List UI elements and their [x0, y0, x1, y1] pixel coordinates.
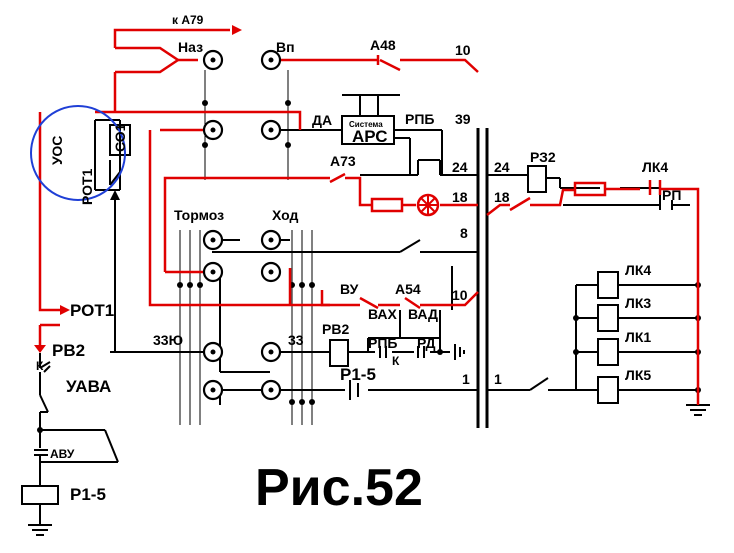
label-lk3: ЛК3 [625, 295, 651, 311]
label-33: 33 [288, 332, 304, 348]
label-da: ДА [312, 112, 332, 128]
label-24-right: 24 [494, 159, 510, 175]
label-vp: Вп [276, 39, 295, 55]
energized-wiring [34, 25, 700, 405]
black-wiring [21, 70, 710, 536]
label-k-small: К [392, 354, 400, 368]
labels: к А79 Наз Вп А48 10 ДА Система АРС РПБ 3… [36, 13, 681, 517]
lamp-icon [416, 193, 440, 217]
label-rv2-left: РВ2 [52, 341, 85, 360]
label-so1: СО1 [112, 123, 128, 152]
label-lk5: ЛК5 [625, 367, 651, 383]
label-vad: ВАД [408, 306, 438, 322]
label-lk1: ЛК1 [625, 329, 651, 345]
label-a54: А54 [395, 281, 421, 297]
label-1-right: 1 [494, 371, 502, 387]
label-rp: РП [662, 187, 681, 203]
label-rd: РД [417, 335, 435, 351]
label-lk4: ЛК4 [625, 262, 651, 278]
label-uava: УАВА [66, 377, 111, 396]
label-10-mid: 10 [452, 287, 468, 303]
label-p15-left: Р1-5 [70, 485, 106, 504]
label-naz: Наз [178, 39, 203, 55]
label-1-left: 1 [462, 371, 470, 387]
label-a48: А48 [370, 37, 396, 53]
label-a73: А73 [330, 153, 356, 169]
figure-caption: Рис.52 [255, 459, 423, 517]
label-lk4-top: ЛК4 [642, 159, 668, 175]
label-tormoz: Тормоз [174, 207, 224, 223]
label-39: 39 [455, 111, 471, 127]
label-33yu: 33Ю [153, 332, 183, 348]
label-sistema: Система [349, 120, 383, 129]
label-8: 8 [460, 225, 468, 241]
label-avu: АВУ [50, 447, 75, 461]
label-p15-mid: Р1-5 [340, 365, 376, 384]
label-khod: Ход [272, 207, 299, 223]
label-uos: УОС [49, 136, 65, 165]
label-ars: АРС [352, 127, 387, 146]
label-vu: ВУ [340, 281, 359, 297]
label-10-top: 10 [455, 42, 471, 58]
label-vakh: ВАХ [368, 306, 398, 322]
label-rot1: РОТ1 [70, 301, 114, 320]
label-k-left: К [36, 359, 44, 373]
label-18-left: 18 [452, 189, 468, 205]
label-rv2-mid: РВ2 [322, 321, 349, 337]
label-18-right: 18 [494, 189, 510, 205]
label-rz2: РЗ2 [530, 149, 556, 165]
label-to-a79: к А79 [172, 13, 204, 27]
terminals [202, 49, 282, 401]
label-rpb-mid: РПБ [368, 335, 397, 351]
label-rot1-vertical: РОТ1 [79, 168, 95, 205]
uos-highlight-circle [30, 105, 126, 201]
label-rpb-top: РПБ [405, 111, 434, 127]
label-24-left: 24 [452, 159, 468, 175]
